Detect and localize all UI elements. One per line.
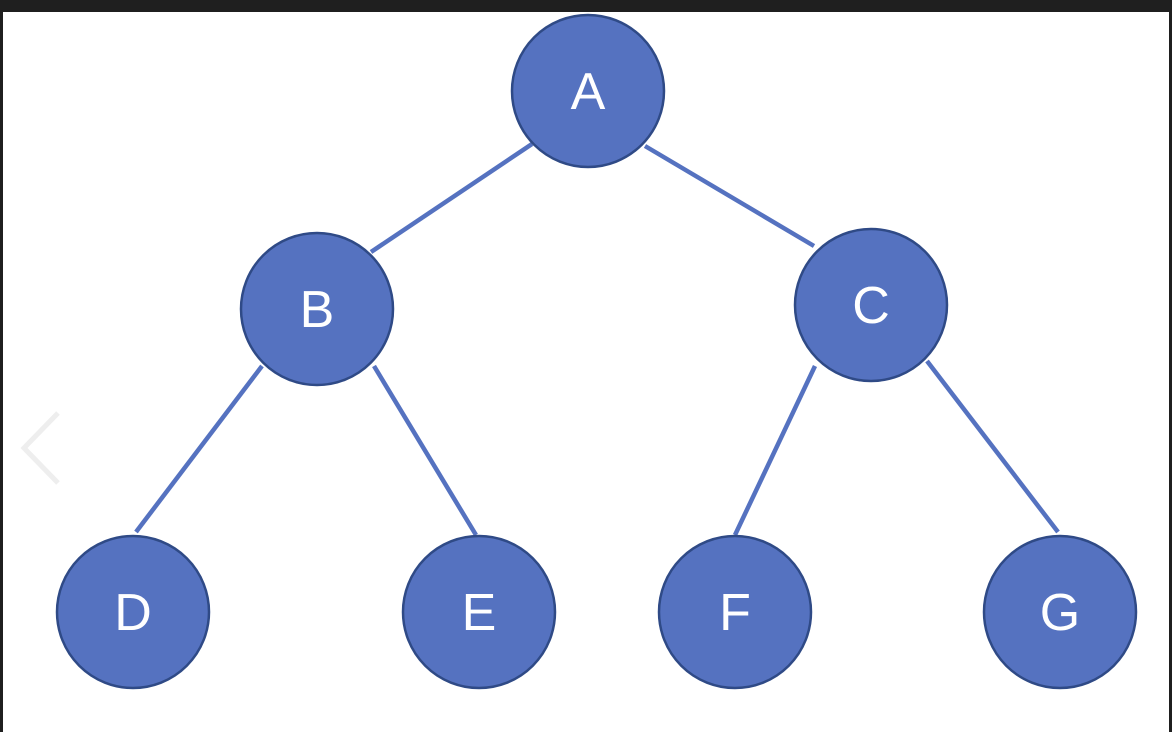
edge-b-e xyxy=(372,364,478,537)
node-f-label: F xyxy=(719,584,751,642)
edge-a-c xyxy=(643,144,816,248)
node-d-circle xyxy=(55,534,211,690)
node-a-circle xyxy=(510,13,666,169)
node-g-circle xyxy=(982,534,1138,690)
viewer-right-edge xyxy=(1169,12,1172,732)
tree-node-d: D xyxy=(55,534,211,690)
tree-node-g: G xyxy=(982,534,1138,690)
tree-node-b: B xyxy=(239,231,395,387)
viewer-left-edge xyxy=(0,12,3,732)
tree-node-f: F xyxy=(657,534,813,690)
node-g-label: G xyxy=(1040,584,1080,642)
edge-a-b xyxy=(369,142,534,254)
node-e-label: E xyxy=(462,584,497,642)
node-b-circle xyxy=(239,231,395,387)
tree-nodes: A B C D E F G xyxy=(55,13,1138,690)
previous-image-button[interactable] xyxy=(14,405,70,491)
edge-c-f xyxy=(732,365,818,536)
node-c-label: C xyxy=(852,277,890,335)
node-e-circle xyxy=(401,534,557,690)
viewer-top-bar xyxy=(0,0,1172,12)
tree-node-c: C xyxy=(793,227,949,383)
node-c-circle xyxy=(793,227,949,383)
node-d-label: D xyxy=(114,584,152,642)
tree-node-e: E xyxy=(401,534,557,690)
chevron-left-icon xyxy=(20,411,60,485)
edge-b-d xyxy=(134,364,264,534)
tree-edges xyxy=(134,142,1060,537)
edge-c-g xyxy=(925,359,1060,534)
node-a-label: A xyxy=(571,63,606,121)
node-b-label: B xyxy=(300,281,335,339)
tree-node-a: A xyxy=(510,13,666,169)
node-f-circle xyxy=(657,534,813,690)
